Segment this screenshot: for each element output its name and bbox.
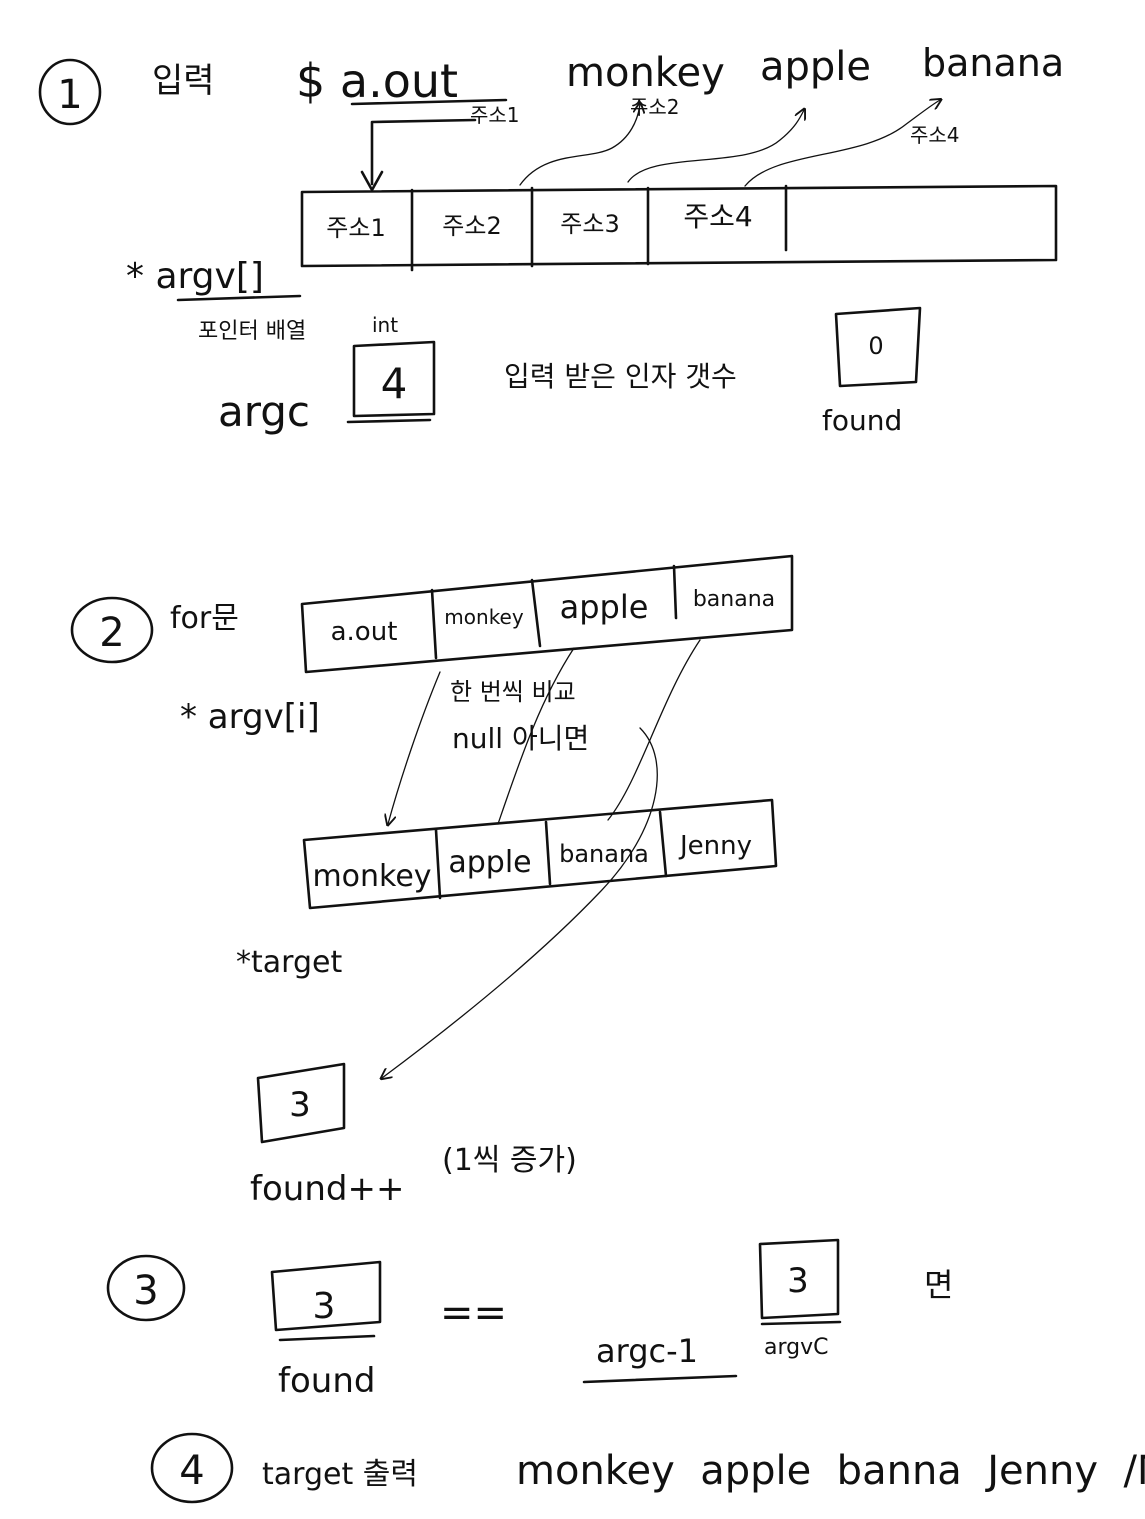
step2-argv-cell-4: banana: [693, 587, 775, 612]
line-apple-compare: [497, 647, 575, 825]
step1-arg-monkey: monkey: [566, 50, 725, 96]
step1-argc-value: 4: [381, 359, 408, 408]
step4-output: monkey apple banna Jenny /M: [516, 1448, 1145, 1494]
step2-number: 2: [99, 610, 124, 656]
step2-target-cell-2: apple: [448, 845, 531, 880]
step4-label: target 출력: [262, 1457, 418, 1492]
step1-number-circle: 1: [38, 58, 102, 126]
step1-command-underline: [350, 98, 508, 106]
step2-note-line2: null 아니면: [452, 722, 589, 755]
step1-number: 1: [57, 72, 82, 118]
step1-found-label: found: [822, 404, 902, 437]
step1-command: $ a.out: [296, 54, 458, 108]
step1-argv-cell-1: 주소1: [326, 214, 385, 242]
arrow-cell2-to-monkey: [519, 104, 640, 186]
step1-addr-note-4: 주소4: [910, 123, 960, 147]
step3-found-label: found: [278, 1361, 375, 1401]
step1-argv-note: 포인터 배열: [198, 319, 306, 344]
step1-addr-note-1: 주소1: [470, 103, 520, 127]
step1-argc-label: argc: [218, 387, 310, 436]
step3-operator: ==: [440, 1290, 507, 1336]
line-banana-compare: [607, 639, 701, 821]
step1-input-label: 입력: [152, 61, 215, 101]
step2-target-array: monkey apple banana Jenny: [302, 798, 778, 910]
step2-argv-label: * argv[i]: [180, 697, 320, 737]
step2-found-box: [256, 1062, 346, 1144]
arrow-cell4-to-banana: [744, 100, 940, 187]
step2-argv-cell-2: monkey: [444, 605, 524, 629]
step3-argc-value: 3: [787, 1261, 809, 1301]
step3-argc-label: argc-1: [596, 1332, 698, 1370]
step1-argc-type: int: [372, 313, 398, 337]
step1-found-value: 0: [868, 332, 883, 360]
step2-target-cell-4: Jenny: [678, 831, 752, 861]
step3-found-value: 3: [313, 1286, 336, 1327]
step1-arg-apple: apple: [760, 44, 871, 90]
step1-argv-label: * argv[]: [126, 256, 264, 297]
step3-argc-note: argvC: [764, 1335, 829, 1360]
step2-found-value: 3: [289, 1085, 311, 1125]
step1-hook-arrow: [370, 118, 477, 186]
step2-note-line1: 한 번씩 비교: [450, 678, 576, 706]
step1-argv-cell-4: 주소4: [683, 200, 752, 233]
step2-target-cell-3: banana: [559, 840, 649, 868]
step1-argc-box: [352, 340, 436, 418]
step1-arg-banana: banana: [922, 41, 1064, 85]
step3-argc-box: [758, 1238, 840, 1320]
step3-number-circle: 3: [106, 1254, 186, 1322]
step3-found-box: [270, 1260, 382, 1332]
step1-argv-cell-2: 주소2: [442, 212, 501, 240]
arrow-to-found: [382, 727, 658, 1078]
step1-found-box: [834, 306, 922, 388]
step2-label: for문: [170, 601, 239, 636]
step1-argv-cell-3: 주소3: [560, 210, 619, 238]
step2-target-label: *target: [236, 945, 342, 980]
step2-argv-cell-3: apple: [560, 588, 649, 626]
arrow-cell3-to-apple: [627, 110, 804, 183]
step4-number-circle: 4: [150, 1432, 234, 1504]
step2-number-circle: 2: [70, 596, 154, 664]
step1-argc-note: 입력 받은 인자 갯수: [504, 360, 737, 393]
step1-argv-array: 주소1 주소2 주소3 주소4: [300, 184, 1058, 272]
step3-number: 3: [133, 1268, 158, 1314]
step2-argv-array: a.out monkey apple banana: [300, 554, 794, 674]
step3-suffix: 면: [924, 1266, 953, 1304]
step2-target-cell-1: monkey: [312, 859, 431, 894]
step4-number: 4: [179, 1448, 204, 1494]
arrow-monkey-compare: [388, 671, 441, 824]
step2-argv-cell-1: a.out: [331, 617, 398, 647]
step2-found-note: (1씩 증가): [442, 1143, 577, 1178]
step2-found-label: found++: [250, 1169, 404, 1209]
